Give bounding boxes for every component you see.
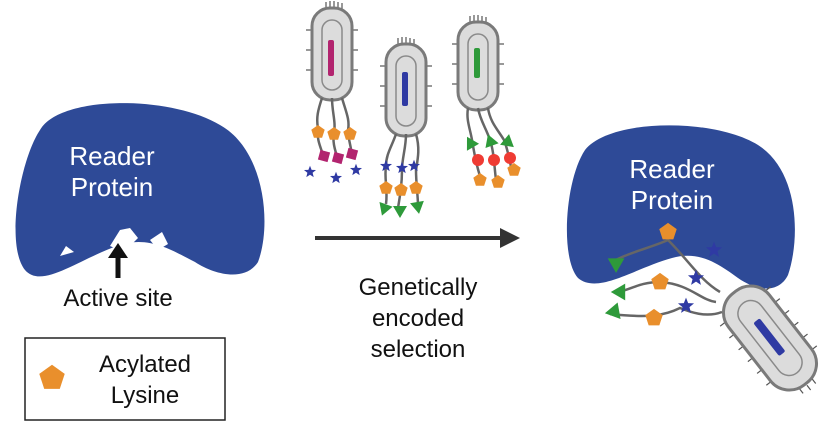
gene-insert xyxy=(474,48,480,78)
gene-insert xyxy=(328,40,334,76)
notch xyxy=(60,246,74,256)
legend-label-line2: Lysine xyxy=(111,382,179,409)
protein-blob xyxy=(566,125,795,289)
caption-line3: selection xyxy=(371,336,466,363)
cell-magenta xyxy=(303,1,363,184)
gene-insert xyxy=(754,319,785,356)
active-site-pointer: Active site xyxy=(63,243,173,312)
legend-label-line1: Acylated xyxy=(99,351,191,378)
caption-line1: Genetically xyxy=(359,274,478,301)
right-protein-label-line2: Protein xyxy=(631,185,713,215)
up-arrow-head-icon xyxy=(108,243,128,258)
cell-bound-blue xyxy=(719,284,819,394)
selection-arrow xyxy=(315,228,520,248)
legend: Acylated Lysine xyxy=(24,337,226,421)
gene-insert xyxy=(402,72,408,106)
cell-green xyxy=(452,15,521,188)
left-reader-protein: Reader Protein xyxy=(15,103,265,277)
notch xyxy=(150,232,168,250)
active-site-label: Active site xyxy=(63,285,172,312)
right-protein-label-line1: Reader xyxy=(629,154,715,184)
right-arrow-icon xyxy=(500,228,520,248)
protein-blob xyxy=(15,103,265,277)
left-protein-label-line1: Reader xyxy=(69,141,155,171)
left-protein-label-line2: Protein xyxy=(71,172,153,202)
caption-line2: encoded xyxy=(372,305,464,332)
right-reader-protein: Reader Protein xyxy=(566,125,795,289)
cell-blue xyxy=(375,37,432,219)
